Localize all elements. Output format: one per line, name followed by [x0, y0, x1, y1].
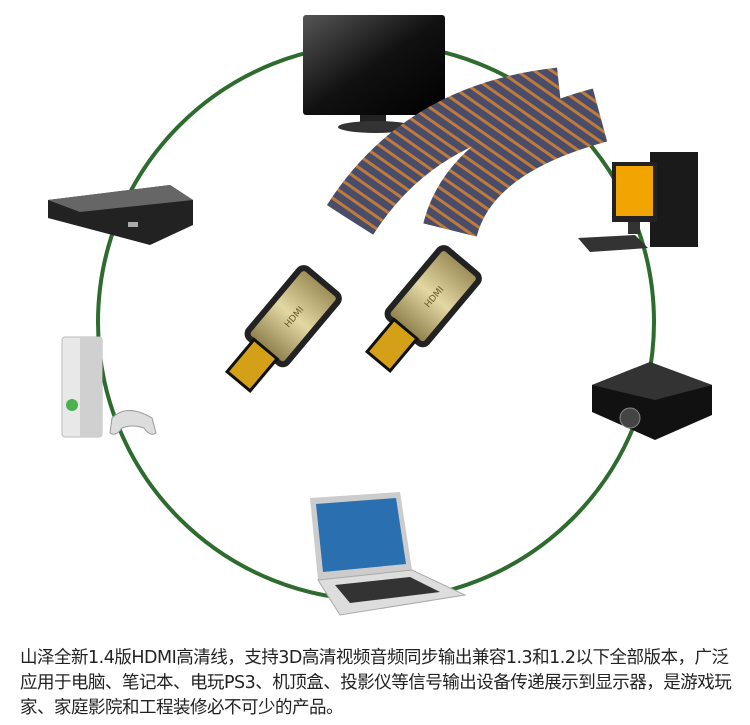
hdmi-connector-right: HDMI [364, 245, 482, 374]
laptop-icon [310, 492, 467, 616]
tv-icon [303, 15, 445, 133]
desktop-pc-icon [578, 152, 698, 252]
game-console-icon [61, 336, 157, 438]
product-description: 山泽全新1.4版HDMI高清线，支持3D高清视频音频同步输出兼容1.3和1.2以… [20, 648, 732, 718]
device-diagram: HDMI HDMI [48, 15, 712, 616]
dvd-player-icon [48, 185, 193, 245]
projector-icon [592, 362, 712, 440]
hdmi-connector-left: HDMI [224, 265, 342, 394]
hdmi-cable-image: HDMI HDMI [224, 67, 608, 394]
